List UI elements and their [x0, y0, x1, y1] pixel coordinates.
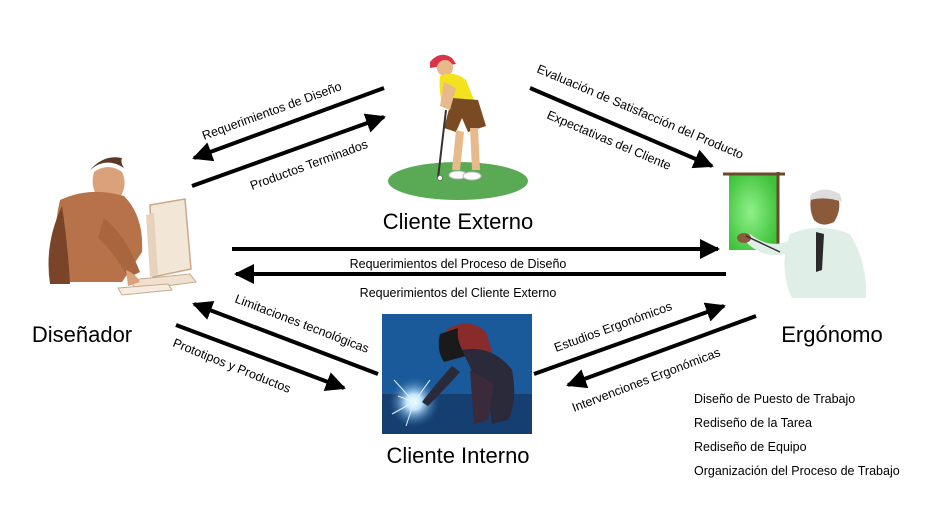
arrow-prototipos-productos [175, 323, 346, 392]
label-requerimientos-proceso: Requerimientos del Proceso de Diseño [350, 257, 567, 271]
label-requerimientos-cliente-externo: Requerimientos del Cliente Externo [360, 286, 557, 300]
arrow-intervenciones-ergonomicas [566, 314, 757, 389]
node-label-disenador: Diseñador [32, 322, 132, 347]
arrow-evaluacion-satisfaccion [529, 86, 714, 169]
welder-illustration [382, 314, 532, 434]
node-label-ergonomo: Ergónomo [781, 322, 883, 347]
arrow-limitaciones-tecnologicas [192, 301, 379, 376]
arrow-estudios-ergonomicos [533, 302, 726, 376]
designer-at-computer-illustration [48, 157, 197, 296]
intervention-item: Rediseño de la Tarea [694, 416, 812, 430]
golfer-illustration [388, 54, 528, 200]
interventions-list: Diseño de Puesto de Trabajo Rediseño de … [694, 392, 900, 478]
node-label-cliente-interno: Cliente Interno [386, 443, 529, 468]
arrow-productos-terminados [191, 113, 386, 188]
ergonomist-presenting-illustration [723, 172, 867, 298]
intervention-item: Organización del Proceso de Trabajo [694, 464, 900, 478]
arrow-requerimientos-diseno [192, 86, 385, 162]
intervention-item: Diseño de Puesto de Trabajo [694, 392, 855, 406]
intervention-item: Rediseño de Equipo [694, 440, 807, 454]
node-label-cliente-externo: Cliente Externo [383, 209, 533, 234]
